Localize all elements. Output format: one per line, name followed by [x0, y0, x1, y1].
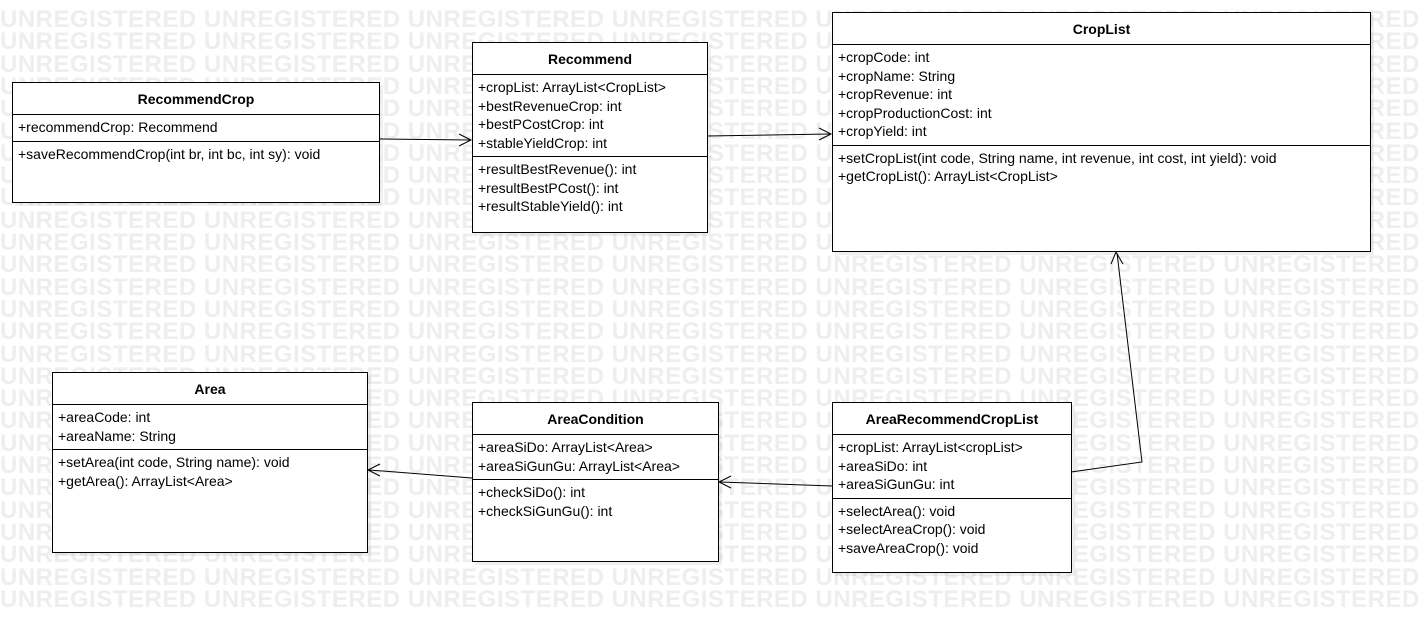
- class-attributes: +areaSiDo: ArrayList<Area> +areaSiGunGu:…: [473, 435, 718, 480]
- attribute: +cropProductionCost: int: [838, 104, 992, 121]
- edge-recommendcrop-to-recommend: [378, 133, 473, 147]
- attribute: +cropList: ArrayList<CropList>: [478, 79, 666, 95]
- watermark-row: UNREGISTERED UNREGISTERED UNREGISTERED U…: [0, 318, 1420, 346]
- class-attributes: +areaCode: int +areaName: String: [53, 405, 367, 450]
- edge-areacondition-to-area: [366, 463, 473, 479]
- operation: +selectArea(): void: [838, 502, 956, 519]
- class-name: AreaRecommendCropList: [833, 403, 1071, 435]
- watermark-row: UNREGISTERED UNREGISTERED UNREGISTERED U…: [0, 251, 1420, 279]
- attribute: +cropRevenue: int: [838, 86, 953, 102]
- class-name: RecommendCrop: [13, 83, 379, 115]
- operation: +checkSiGunGu(): int: [478, 502, 613, 519]
- edge-arcl-to-areacondition: [717, 475, 833, 489]
- class-crop-list[interactable]: CropList +cropCode: int +cropName: Strin…: [832, 12, 1371, 252]
- operation: +saveAreaCrop(): void: [838, 539, 979, 556]
- class-name: AreaCondition: [473, 403, 718, 435]
- class-name: Recommend: [473, 43, 707, 75]
- class-recommend[interactable]: Recommend +cropList: ArrayList<CropList>…: [472, 42, 708, 233]
- operation: +resultStableYield(): int: [478, 198, 623, 214]
- watermark-row: UNREGISTERED UNREGISTERED UNREGISTERED U…: [0, 340, 1420, 368]
- class-operations: +checkSiDo(): int +checkSiGunGu(): int: [473, 480, 718, 524]
- class-attributes: +cropList: ArrayList<cropList> +areaSiDo…: [833, 435, 1071, 499]
- operation: +resultBestRevenue(): int: [478, 161, 637, 177]
- class-name: Area: [53, 373, 367, 405]
- attribute: +areaSiDo: ArrayList<Area>: [478, 439, 653, 455]
- operation: +saveRecommendCrop(int br, int bc, int s…: [18, 145, 321, 162]
- operation: +resultBestPCost(): int: [478, 179, 619, 196]
- attribute: +areaCode: int: [58, 409, 151, 425]
- class-area-condition[interactable]: AreaCondition +areaSiDo: ArrayList<Area>…: [472, 402, 719, 562]
- class-attributes: +recommendCrop: Recommend: [13, 115, 379, 142]
- attribute: +cropYield: int: [838, 123, 927, 139]
- edge-recommend-to-croplist: [706, 127, 833, 141]
- operation: +getCropList(): ArrayList<CropList>: [838, 168, 1058, 184]
- edge-arcl-to-croplist: [1070, 250, 1143, 473]
- watermark-row: UNREGISTERED UNREGISTERED UNREGISTERED U…: [0, 585, 1420, 613]
- class-operations: +resultBestRevenue(): int +resultBestPCo…: [473, 157, 707, 220]
- arrowhead-icon: [458, 133, 473, 147]
- attribute: +bestPCostCrop: int: [478, 116, 604, 132]
- operation: +checkSiDo(): int: [478, 484, 585, 500]
- attribute: +cropCode: int: [838, 49, 930, 65]
- class-recommend-crop[interactable]: RecommendCrop +recommendCrop: Recommend …: [12, 82, 380, 203]
- attribute: +areaSiGunGu: ArrayList<Area>: [478, 457, 680, 474]
- class-area[interactable]: Area +areaCode: int +areaName: String +s…: [52, 372, 368, 553]
- class-operations: +saveRecommendCrop(int br, int bc, int s…: [13, 142, 379, 168]
- attribute: +areaName: String: [58, 427, 176, 444]
- attribute: +areaSiGunGu: int: [838, 476, 955, 492]
- attribute: +areaSiDo: int: [838, 457, 928, 474]
- watermark-row: UNREGISTERED UNREGISTERED UNREGISTERED U…: [0, 295, 1420, 323]
- attribute: +cropList: ArrayList<cropList>: [838, 439, 1023, 455]
- attribute: +cropName: String: [838, 67, 956, 84]
- watermark-row: UNREGISTERED UNREGISTERED UNREGISTERED U…: [0, 563, 1420, 591]
- class-attributes: +cropList: ArrayList<CropList> +bestReve…: [473, 75, 707, 157]
- operation: +setCropList(int code, String name, int …: [838, 149, 1277, 166]
- operation: +setArea(int code, String name): void: [58, 454, 290, 470]
- operation: +getArea(): ArrayList<Area>: [58, 472, 233, 489]
- class-operations: +setCropList(int code, String name, int …: [833, 146, 1370, 190]
- arrowhead-icon: [1110, 250, 1124, 265]
- arrowhead-icon: [366, 463, 381, 477]
- operation: +selectAreaCrop(): void: [838, 521, 986, 537]
- attribute: +bestRevenueCrop: int: [478, 97, 622, 114]
- attribute: +recommendCrop: Recommend: [18, 119, 218, 135]
- arrowhead-icon: [717, 475, 732, 489]
- class-area-recommend-crop-list[interactable]: AreaRecommendCropList +cropList: ArrayLi…: [832, 402, 1072, 573]
- class-operations: +setArea(int code, String name): void +g…: [53, 450, 367, 494]
- class-operations: +selectArea(): void +selectAreaCrop(): v…: [833, 499, 1071, 562]
- class-name: CropList: [833, 13, 1370, 45]
- class-attributes: +cropCode: int +cropName: String +cropRe…: [833, 45, 1370, 146]
- arrowhead-icon: [818, 127, 833, 141]
- attribute: +stableYieldCrop: int: [478, 134, 608, 151]
- watermark-row: UNREGISTERED UNREGISTERED UNREGISTERED U…: [0, 273, 1420, 301]
